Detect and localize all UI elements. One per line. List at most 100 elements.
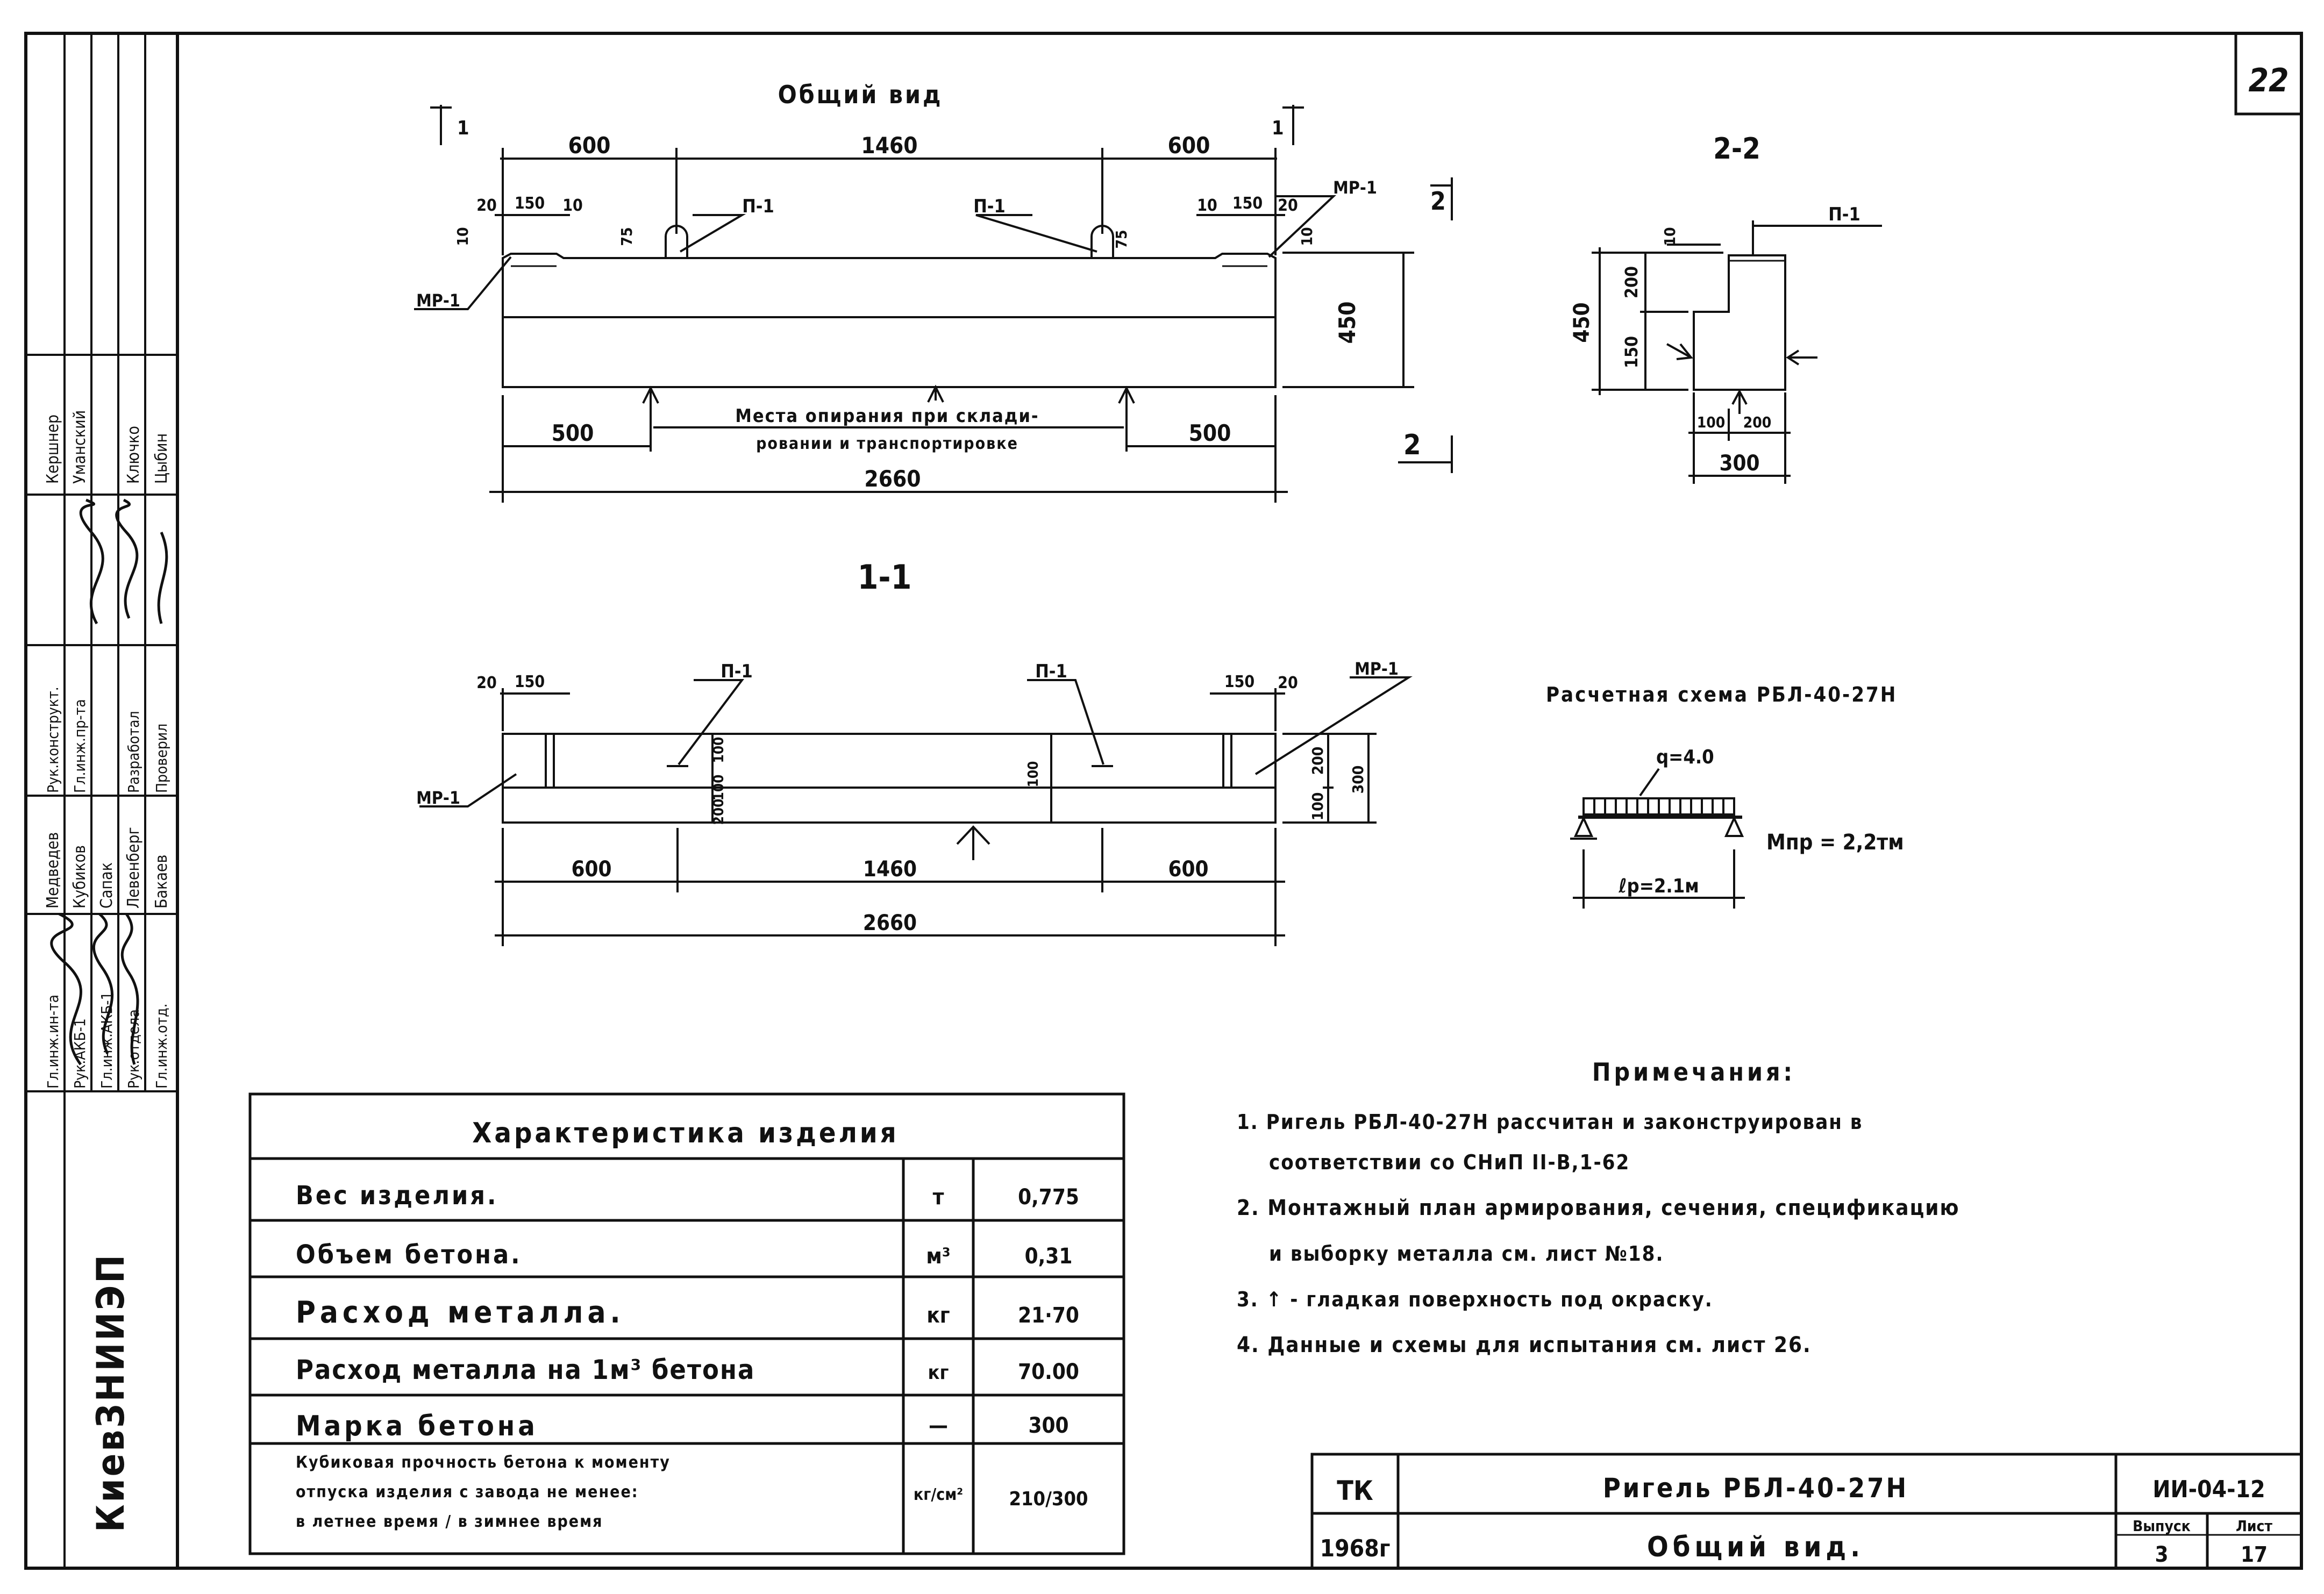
- label-p1-left: П-1: [742, 196, 774, 217]
- characteristics-title: Характеристика изделия: [472, 1117, 899, 1149]
- label-mp1-left: МР-1: [416, 290, 460, 311]
- note-line-2: соответствии со СНиП II-В,1-62: [1269, 1150, 1630, 1174]
- row-metal-name: Расход металла.: [296, 1295, 625, 1330]
- dim-detail-1: 20: [476, 196, 497, 215]
- label-mp1-right: МР-1: [1333, 177, 1377, 198]
- row-volume-value: 0,31: [1025, 1244, 1073, 1269]
- section-11-inner-4: 200: [711, 799, 727, 825]
- section-22-dim-200: 200: [1621, 266, 1642, 298]
- role-7: Гл.инж.пр-та: [71, 699, 89, 793]
- sheet-number: 22: [2248, 62, 2289, 99]
- dim-detail-2: 150: [515, 194, 545, 213]
- title-sheet-num: 17: [2241, 1542, 2268, 1567]
- name-8: Ключко: [124, 426, 143, 484]
- signature-strip: [26, 33, 177, 1568]
- section-11-inner-2: 100: [711, 775, 727, 801]
- role-3: Гл.инж.АКБ-1: [98, 991, 116, 1089]
- title-block: ТК 1968г Ригель РБЛ-40-27Н Общий вид. ИИ…: [1310, 1453, 2303, 1570]
- section-1-1: 1-1: [416, 557, 1413, 946]
- name-9: Цыбин: [152, 433, 171, 484]
- row-weight-unit: т: [933, 1185, 944, 1210]
- name-3: Сапак: [97, 862, 116, 909]
- label-p1-right: П-1: [973, 196, 1006, 217]
- section-11-inner-6: 100: [1309, 792, 1327, 821]
- signature-names: Медведев Кубиков Сапак Левенберг Бакаев …: [44, 410, 171, 909]
- role-6: Рук.конструкт.: [44, 687, 62, 793]
- title-year: 1968г: [1320, 1535, 1391, 1562]
- organization-name: КиевЗНИИЭП: [89, 1253, 133, 1532]
- support-note-line1: Места опирания при склади-: [735, 405, 1039, 427]
- section1-mark-left: 1: [457, 117, 469, 139]
- role-4: Рук.отдела: [125, 1009, 142, 1089]
- section-11-label-mp1-right: МР-1: [1355, 659, 1399, 679]
- title-issue-label: Выпуск: [2133, 1517, 2191, 1535]
- name-4: Левенберг: [124, 827, 143, 909]
- section-11-dim-top-2: 150: [515, 673, 545, 691]
- section1-mark-right: 1: [1272, 117, 1284, 139]
- section-22-dim-150: 150: [1621, 336, 1642, 368]
- dim-small-3: 75: [1113, 230, 1130, 248]
- name-5: Бакаев: [152, 855, 171, 909]
- section-2-2: 2-2 П-1 10 200 150: [1570, 132, 1882, 484]
- role-9: Проверил: [153, 724, 170, 793]
- section2-mark-bottom: 2: [1403, 429, 1421, 461]
- section-11-inner-5: 200: [1309, 747, 1327, 775]
- section-11-inner-1: 100: [711, 737, 727, 763]
- view-general-title: Общий вид: [778, 80, 943, 109]
- row-volume-unit: м³: [926, 1244, 950, 1269]
- name-7: Уманский: [70, 410, 89, 484]
- calc-load: q=4.0: [1656, 746, 1714, 768]
- section-11-inner-3: 100: [1025, 761, 1042, 788]
- view-general: Общий вид: [414, 80, 1453, 503]
- dim-support-left: 500: [552, 420, 594, 446]
- section-22-dim-450: 450: [1570, 302, 1594, 342]
- row-metal-value: 21·70: [1018, 1303, 1079, 1328]
- section-11-dim-top-4: 20: [1278, 674, 1298, 692]
- section-11-dim-bottom-1: 600: [571, 857, 611, 882]
- dim-middle: 1460: [861, 132, 917, 159]
- note-line-5: 3. ↑ - гладкая поверхность под окраску.: [1237, 1288, 1713, 1311]
- dim-total-length: 2660: [864, 466, 921, 492]
- role-1: Гл.инж.ин-та: [44, 995, 62, 1089]
- row-metal-unit: кг: [926, 1303, 950, 1328]
- dim-right: 600: [1168, 132, 1210, 159]
- sheet-frame: [24, 32, 2303, 1570]
- dim-height: 450: [1334, 302, 1360, 344]
- section-11-dim-bottom-2: 1460: [863, 857, 917, 882]
- section2-mark-top: 2: [1430, 187, 1446, 216]
- note-line-4: и выборку металла см. лист №18.: [1269, 1242, 1664, 1266]
- row-strength-line2: отпуска изделия с завода не менее:: [296, 1483, 639, 1502]
- row-strength-unit: кг/см²: [914, 1485, 963, 1504]
- section-11-label-p1-right: П-1: [1035, 661, 1067, 682]
- support-note-line2: ровании и транспортировке: [756, 434, 1018, 453]
- section-22-dim-300: 300: [1719, 451, 1759, 476]
- row-weight-name: Вес изделия.: [296, 1181, 498, 1211]
- name-6: Кершнер: [44, 414, 62, 484]
- role-8: Разработал: [125, 711, 142, 793]
- title-series: ИИ-04-12: [2152, 1476, 2265, 1503]
- section-22-title: 2-2: [1713, 132, 1760, 166]
- section-22-dim-100: 100: [1697, 413, 1726, 431]
- dim-left: 600: [568, 132, 611, 159]
- row-grade-value: 300: [1028, 1413, 1068, 1438]
- section-11-label-p1-left: П-1: [721, 661, 753, 682]
- section-22-dim-10: 10: [1661, 227, 1679, 246]
- title-code: ТК: [1337, 1475, 1373, 1506]
- notes: Примечания: 1. Ригель РБЛ-40-27Н рассчит…: [1237, 1057, 1958, 1357]
- section-11-inner-7: 300: [1349, 766, 1367, 794]
- section-11-title: 1-1: [858, 557, 912, 597]
- row-strength-value: 210/300: [1009, 1488, 1088, 1510]
- row-volume-name: Объем бетона.: [296, 1240, 522, 1270]
- title-sheet-title: Общий вид.: [1647, 1531, 1864, 1563]
- name-1: Медведев: [44, 832, 62, 909]
- dim-detail-5: 150: [1232, 194, 1263, 213]
- note-line-1: 1. Ригель РБЛ-40-27Н рассчитан и законст…: [1237, 1110, 1863, 1134]
- row-strength-line1: Кубиковая прочность бетона к моменту: [296, 1453, 671, 1472]
- name-2: Кубиков: [70, 845, 89, 909]
- section-22-label-p1: П-1: [1828, 204, 1860, 225]
- title-item-name: Ригель РБЛ-40-27Н: [1603, 1473, 1908, 1504]
- calc-scheme: Расчетная схема РБЛ-40-27Н q=4.0 Мпр = 2…: [1546, 683, 1904, 909]
- calc-moment: Мпр = 2,2тм: [1766, 830, 1904, 855]
- role-2: Рук.АКБ-1: [71, 1018, 89, 1089]
